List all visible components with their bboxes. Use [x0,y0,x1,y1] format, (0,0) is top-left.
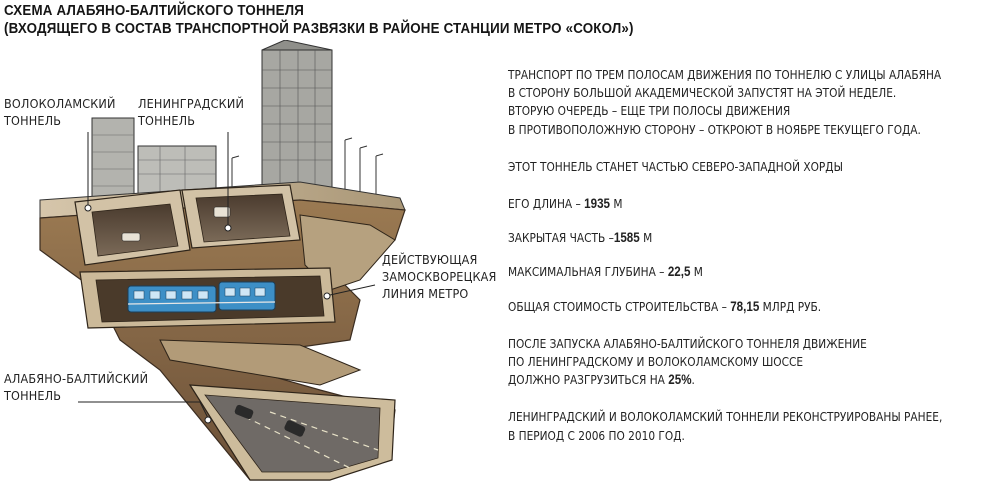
buildings [91,40,384,203]
stat-length: ЕГО ДЛИНА – 1935 М [508,196,623,212]
left-building [91,117,135,203]
leader-lines [78,132,376,424]
alabyan-baltic-tunnel [188,384,396,481]
tower-building [261,49,333,193]
title-line-1: СХЕМА АЛАБЯНО-БАЛТИЙСКОГО ТОННЕЛЯ [4,3,305,19]
stat-cost: ОБЩАЯ СТОИМОСТЬ СТРОИТЕЛЬСТВА – 78,15 МЛ… [508,298,822,314]
ramp-lower [159,339,362,386]
car-2 [284,420,306,437]
intro-paragraph: ТРАНСПОРТ ПО ТРЕМ ПОЛОСАМ ДВИЖЕНИЯ ПО ТО… [508,68,942,137]
label-metro-line: ДЕЙСТВУЮЩАЯ ЗАМОСКВОРЕЦКАЯ ЛИНИЯ МЕТРО [382,252,497,301]
title-line-2: (ВХОДЯЩЕГО В СОСТАВ ТРАНСПОРТНОЙ РАЗВЯЗК… [4,21,634,37]
label-volokolamsky-tunnel: ВОЛОКОЛАМСКИЙ ТОННЕЛЬ [4,96,116,128]
stat-depth: МАКСИМАЛЬНАЯ ГЛУБИНА – 22,5 М [508,264,703,280]
reconstruct-paragraph: ЛЕНИНГРАДСКИЙ И ВОЛОКОЛАМСКИЙ ТОННЕЛИ РЕ… [508,410,943,443]
metro-tunnel [79,267,336,329]
facts-panel: ТРАНСПОРТ ПО ТРЕМ ПОЛОСАМ ДВИЖЕНИЯ ПО ТО… [508,66,996,445]
relief-paragraph: ПОСЛЕ ЗАПУСКА АЛАБЯНО-БАЛТИЙСКОГО ТОННЕЛ… [508,336,867,388]
leningradsky-tunnel [181,184,301,249]
diagram-title: СХЕМА АЛАБЯНО-БАЛТИЙСКОГО ТОННЕЛЯ (ВХОДЯ… [4,2,648,38]
label-leningradsky-tunnel: ЛЕНИНГРАДСКИЙ ТОННЕЛЬ [138,96,245,128]
tower-top [261,40,333,51]
car-1 [234,404,254,420]
stat-covered: ЗАКРЫТАЯ ЧАСТЬ –1585 М [508,230,653,246]
label-alabyan-baltic-tunnel: АЛАБЯНО-БАЛТИЙСКИЙ ТОННЕЛЬ [4,371,149,403]
tunnel-illustration [39,40,406,481]
volokolamsky-tunnel [74,189,191,266]
chord-paragraph: ЭТОТ ТОННЕЛЬ СТАНЕТ ЧАСТЬЮ СЕВЕРО-ЗАПАДН… [508,159,843,174]
stats-list: ЕГО ДЛИНА – 1935 М ЗАКРЫТАЯ ЧАСТЬ –1585 … [508,195,996,316]
